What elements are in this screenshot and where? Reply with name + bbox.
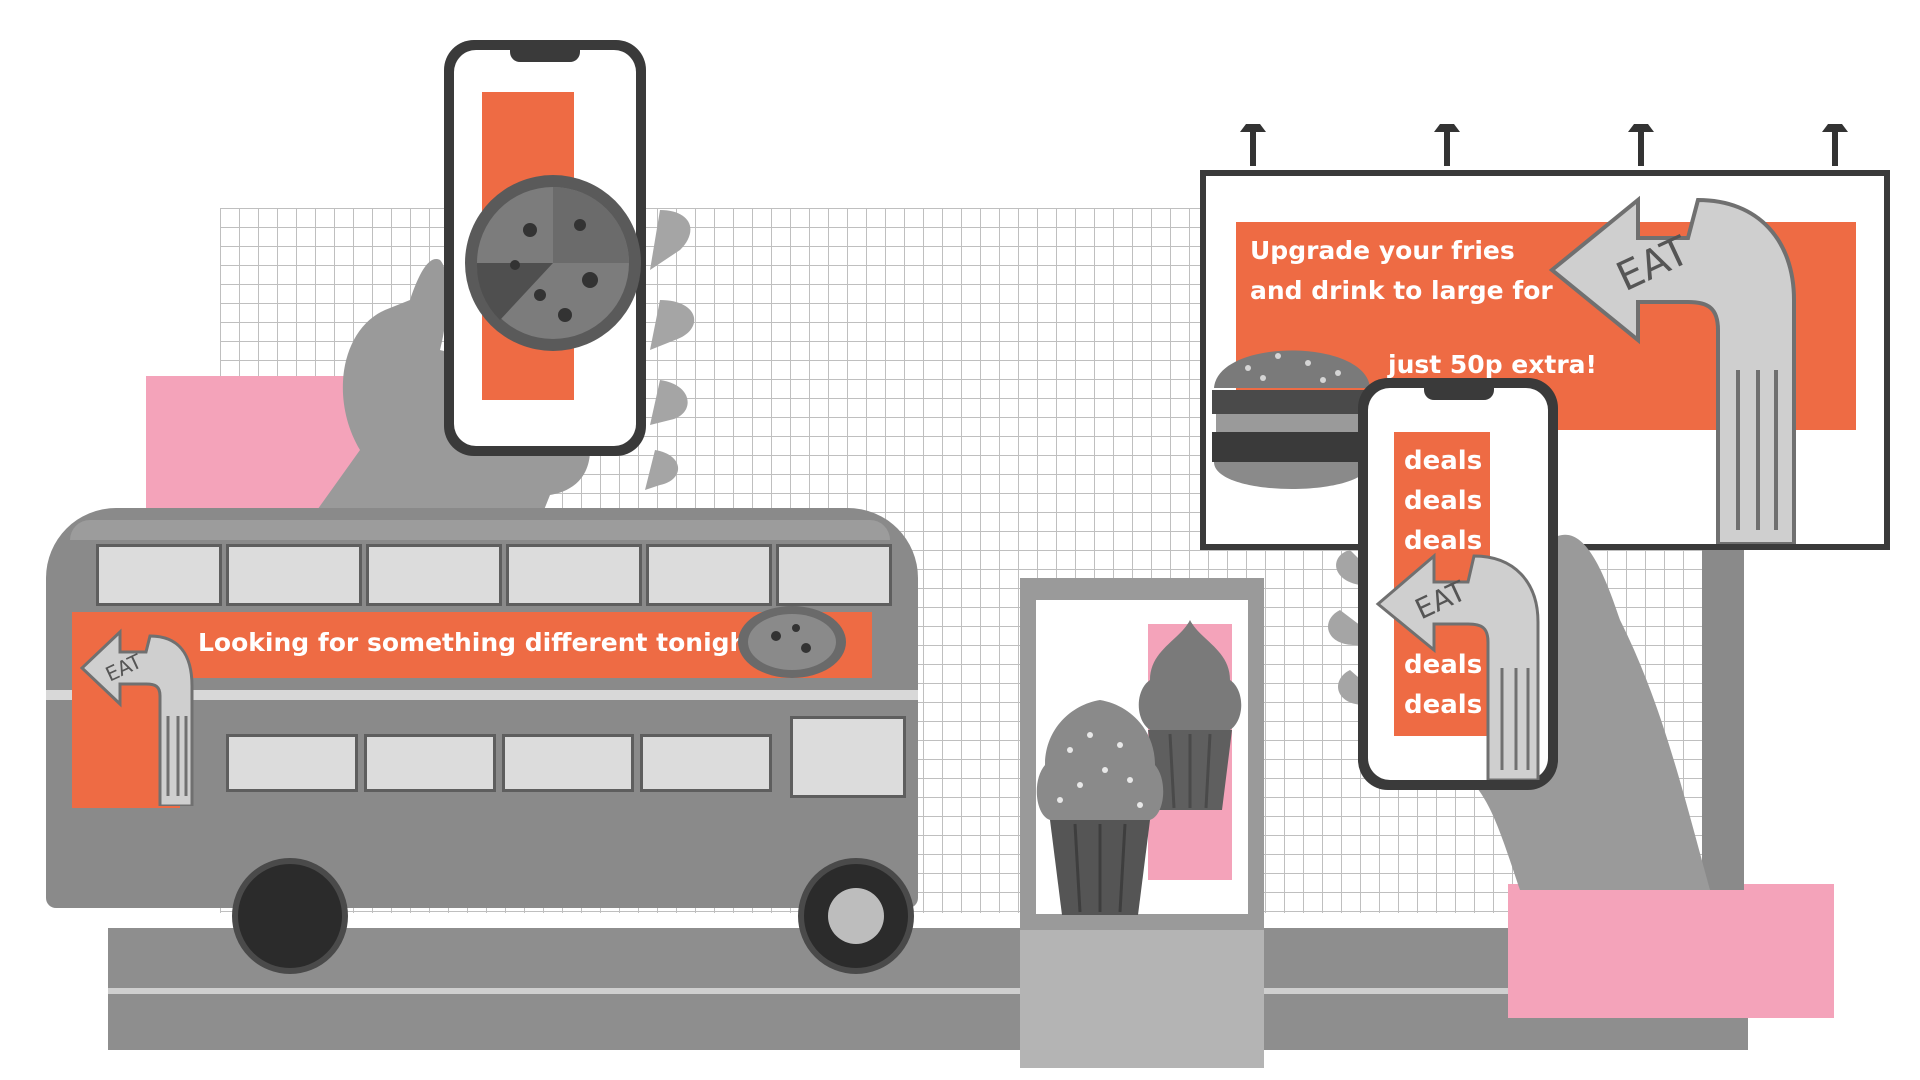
deals-text: deals [1404,650,1483,680]
deals-text: deals [1404,526,1483,556]
billboard-lamps [1240,124,1848,166]
billboard-post [1702,550,1744,890]
bus-hubcap [828,888,884,944]
bus-upper-window [506,544,642,606]
bus-wheel-front [798,858,914,974]
bus-upper-window [366,544,502,606]
cupcake-icon [1138,620,1242,810]
bus-lower-window [640,734,772,792]
bus-ad-headline: Looking for something different tonight? [198,628,774,657]
bus-upper-window [96,544,222,606]
eat-arrow-sign-icon: EAT [80,628,194,806]
billboard-line1: Upgrade your fries [1250,236,1515,265]
bus-upper-window [776,544,892,606]
deals-text: deals [1404,486,1483,516]
bus-upper-window [226,544,362,606]
bus-stripe [46,690,918,700]
bus-wheel-rear [232,858,348,974]
bus-lower-window [502,734,634,792]
bus-cab-window [790,716,906,798]
cupcake-icon [1036,700,1164,915]
kiosk-base [1020,930,1264,1068]
pink-block-right [1508,884,1834,1018]
bus-lower-window [364,734,496,792]
pizza-icon [465,175,641,351]
pizza-icon [738,606,846,678]
burger-icon [1212,350,1374,489]
bus-upper-window [646,544,772,606]
phone-top-notch [510,48,580,62]
deals-text: deals [1404,690,1483,720]
phone-right-notch [1424,386,1494,400]
eat-arrow-sign-icon: EAT [1375,552,1540,780]
road-marking [108,988,1748,994]
deals-text: deals [1404,446,1483,476]
eat-arrow-sign-icon: EAT [1548,195,1796,544]
bus-lower-window [226,734,358,792]
billboard-line2: and drink to large for [1250,276,1553,305]
bus-roof-trim [70,520,890,540]
billboard-line3: just 50p extra! [1388,350,1597,379]
